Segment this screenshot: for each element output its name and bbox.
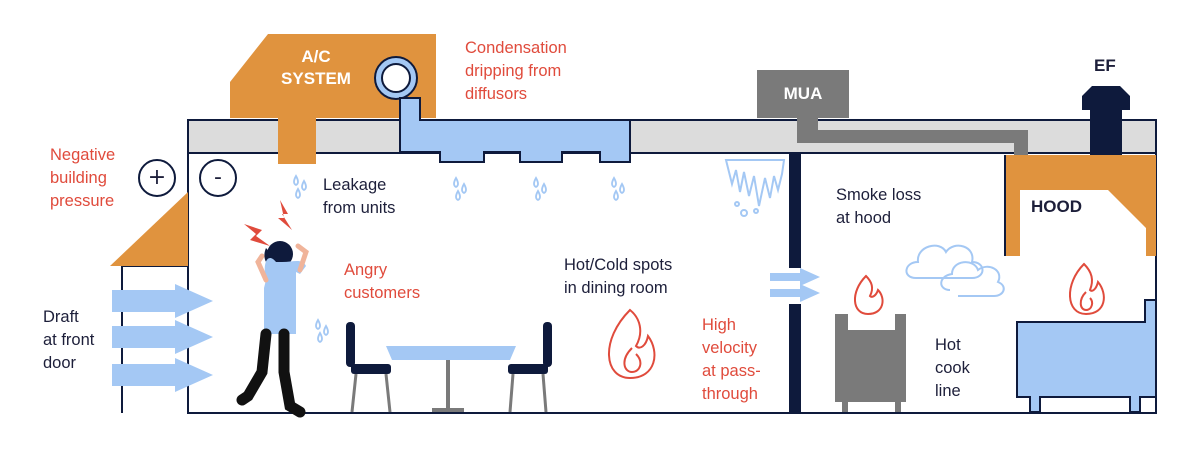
table-icon <box>386 346 516 412</box>
vestibule-roof <box>110 192 188 266</box>
ac-system-label: A/C SYSTEM <box>281 47 351 88</box>
arrow-icon <box>770 268 820 302</box>
arrow-icon <box>112 284 213 392</box>
mua-label: MUA <box>783 84 823 103</box>
chair-icon <box>346 322 392 413</box>
condensation-label: Condensation dripping from diffusors <box>465 39 567 103</box>
hood-unit <box>1005 155 1156 256</box>
cook-equipment-blue <box>1016 299 1157 413</box>
supply-duct <box>399 97 631 163</box>
minus-sign: - <box>214 165 222 190</box>
icicle-icon <box>724 159 786 217</box>
ef-label: EF <box>1094 56 1116 75</box>
negative-pressure-label: Negative building pressure <box>50 146 116 210</box>
flame-icon <box>854 274 884 316</box>
leakage-label: Leakage from units <box>323 176 396 217</box>
hot-cook-line-label: Hot cook line <box>935 336 970 400</box>
mua-unit <box>757 70 849 118</box>
smoke-loss-label: Smoke loss at hood <box>836 186 922 227</box>
hot-cold-label: Hot/Cold spots in dining room <box>564 256 673 297</box>
plus-sign: + <box>147 165 167 190</box>
mua-duct <box>797 118 1028 155</box>
person-icon <box>236 241 309 418</box>
water-drop-icon <box>293 174 625 344</box>
angry-customers-label: Angry customers <box>344 261 421 302</box>
high-velocity-label: High velocity at pass- through <box>702 316 761 403</box>
cloud-icon <box>905 244 1005 297</box>
lightning-icon <box>244 200 292 246</box>
exhaust-fan <box>1082 86 1130 155</box>
minus-circle <box>199 159 237 197</box>
hood-label: HOOD <box>1031 197 1082 216</box>
cook-equipment <box>835 314 906 412</box>
chair-icon <box>508 322 552 413</box>
flame-icon <box>608 308 656 380</box>
flame-icon <box>1069 262 1105 316</box>
plus-circle <box>138 159 176 197</box>
draft-label: Draft at front door <box>43 308 95 372</box>
building-wall <box>187 153 1157 414</box>
